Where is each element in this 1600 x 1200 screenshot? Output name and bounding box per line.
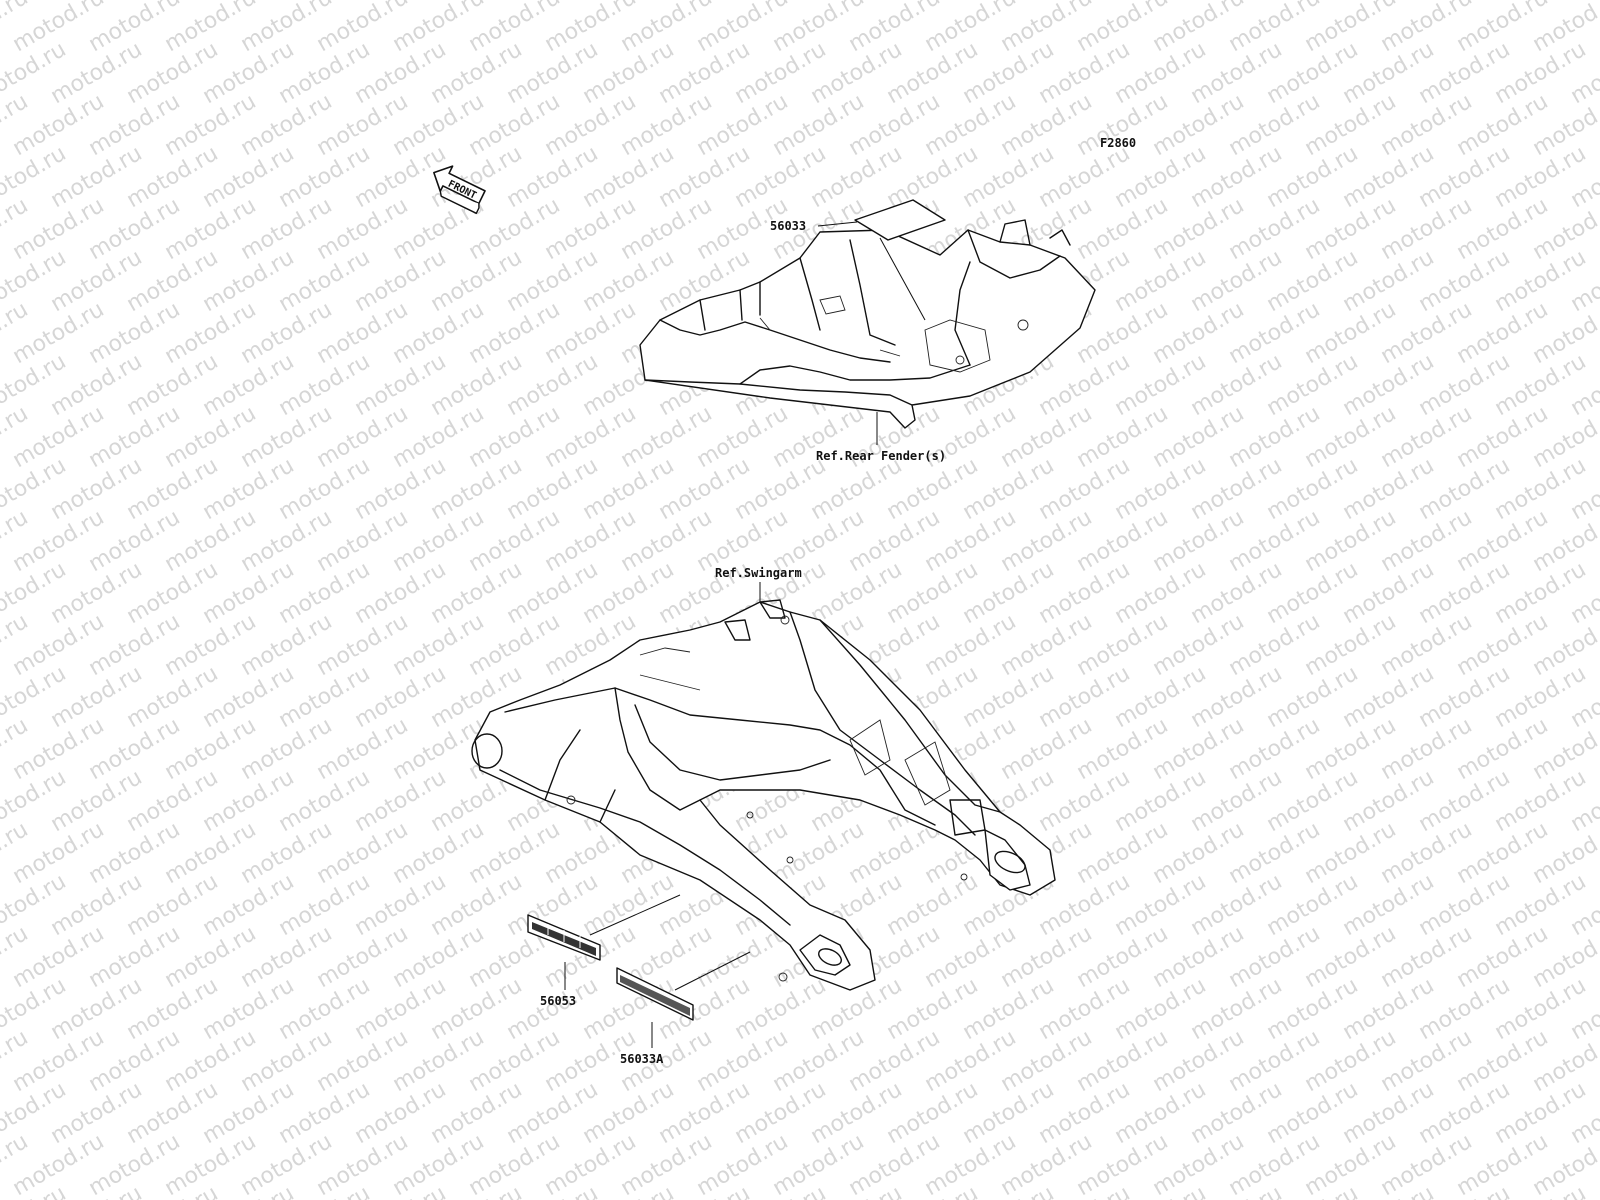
- watermark-text: motod.ru: [1567, 0, 1600, 5]
- rear-fender-drawing: [639, 219, 1096, 429]
- ref-rear-fender: Ref.Rear Fender(s): [816, 449, 946, 463]
- ref-swingarm: Ref.Swingarm: [715, 566, 802, 580]
- figure-code: F2860: [1100, 136, 1136, 150]
- part-number-56033A: 56033A: [620, 1052, 664, 1066]
- part-number-56033: 56033: [770, 219, 806, 233]
- part-number-56053: 56053: [540, 994, 576, 1008]
- label-56033-sticker: [854, 199, 946, 241]
- front-direction-arrow-icon: FRONT: [433, 165, 486, 215]
- label-56053-sticker: [527, 914, 601, 961]
- swingarm-drawing: [471, 599, 1056, 991]
